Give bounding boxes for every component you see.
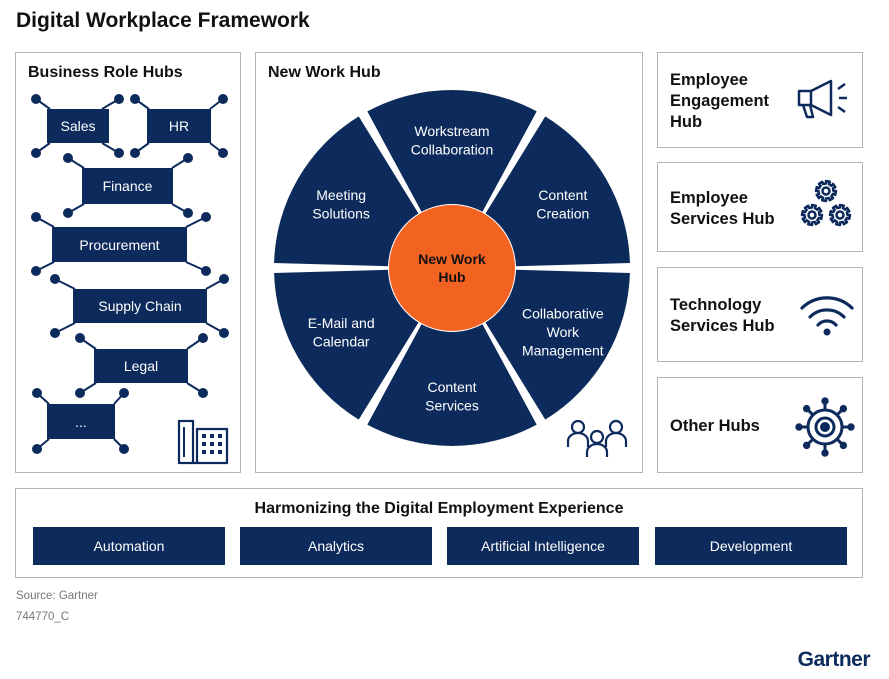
wheel-segment [485, 116, 630, 267]
new-work-hub-wheel: WorkstreamCollaborationContentCreationCo… [274, 90, 630, 447]
gartner-logo: Gartner [797, 648, 871, 671]
role-hub-sales: Sales [47, 109, 109, 143]
harmonizing-automation: Automation [33, 527, 225, 565]
wheel-segment [485, 269, 630, 420]
wheel-segment [274, 269, 419, 420]
new-work-hub-title: New Work Hub [268, 64, 381, 81]
wheel-segment [367, 324, 537, 447]
role-hub-supply-chain: Supply Chain [73, 289, 207, 323]
diagram-title: Digital Workplace Framework [16, 9, 310, 32]
role-hub-finance: Finance [82, 168, 173, 204]
gears-icon [800, 179, 852, 227]
team-people-icon [566, 419, 628, 457]
business-role-hubs-panel: Business Role Hubs [15, 52, 241, 473]
role-hub-hr: HR [147, 109, 211, 143]
wheel-segment-label: Collaboration [411, 141, 494, 157]
wifi-icon [800, 296, 854, 336]
wheel-segment-label: Content [427, 379, 476, 395]
wheel-segment-label: Content [538, 187, 587, 203]
figure-id: 744770_C [16, 611, 70, 623]
business-role-hubs-title: Business Role Hubs [28, 64, 183, 81]
new-work-hub-center-label: Hub [438, 269, 465, 285]
harmonizing-panel: Harmonizing the Digital Employment Exper… [15, 488, 863, 578]
wheel-segment-label: Creation [536, 205, 589, 221]
harmonizing-artificial-intelligence: Artificial Intelligence [447, 527, 639, 565]
harmonizing-development: Development [655, 527, 847, 565]
role-hub-connectors [31, 94, 229, 454]
wheel-segment-label: Calendar [313, 333, 370, 349]
virus-gear-icon [795, 397, 855, 457]
harmonizing-title: Harmonizing the Digital Employment Exper… [254, 500, 624, 517]
role-hub-procurement: Procurement [52, 227, 187, 262]
harmonizing-analytics: Analytics [240, 527, 432, 565]
wheel-segment [367, 90, 537, 212]
wheel-segment-label: Meeting [316, 187, 366, 203]
wheel-segment-label: Collaborative [522, 306, 604, 322]
new-work-hub-center [389, 205, 515, 331]
role-hub-more: ... [47, 404, 115, 439]
wheel-segment-label: Services [425, 397, 479, 413]
wheel-segment-label: Solutions [312, 205, 370, 221]
new-work-hub-center-label: New Work [418, 251, 486, 267]
megaphone-icon [797, 79, 847, 119]
other-hubs: Other Hubs [657, 377, 863, 473]
wheel-segment-label: E-Mail and [308, 315, 375, 331]
wheel-segment-label: Workstream [414, 123, 489, 139]
other-hubs-label: Other Hubs [670, 417, 760, 435]
source-note: Source: Gartner [16, 590, 98, 602]
wheel-segment-label: Work [547, 324, 580, 340]
role-hub-legal: Legal [94, 349, 188, 383]
office-building-icon [177, 419, 229, 465]
wheel-segment-label: Management [522, 343, 604, 359]
wheel-segment [274, 116, 419, 267]
